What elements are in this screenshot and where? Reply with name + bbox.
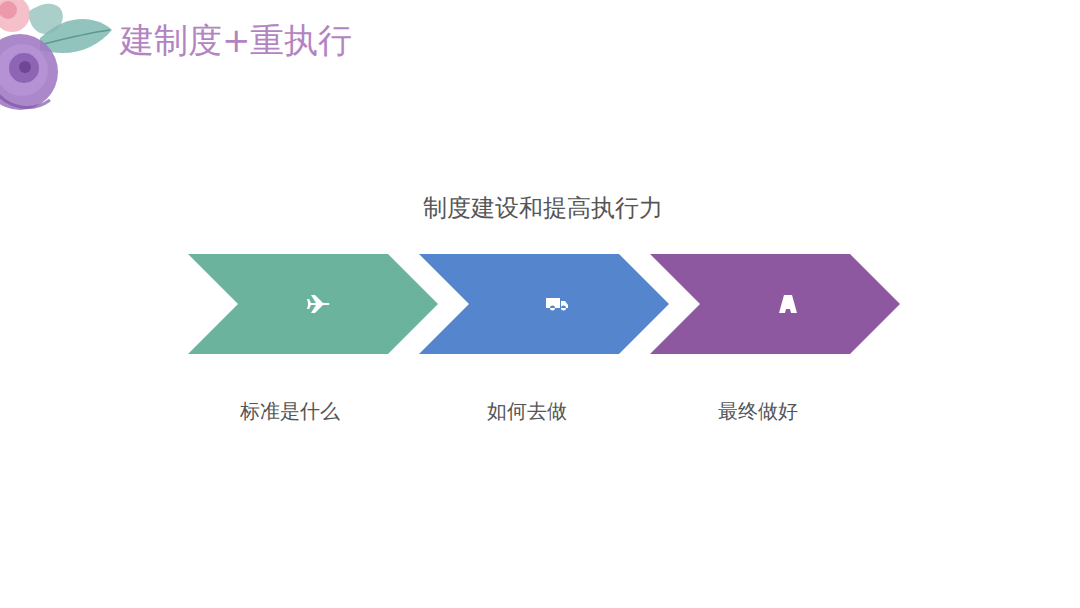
chevron-fill (419, 254, 669, 354)
process-chevron: 最终做好 (650, 254, 900, 444)
process-chevron: 标准是什么 (188, 254, 438, 444)
road-icon (779, 295, 797, 313)
subtitle: 制度建设和提高执行力 (423, 192, 663, 224)
chevron-fill (188, 254, 438, 354)
slide-title: 建制度+重执行 (120, 18, 353, 64)
step-label: 最终做好 (718, 398, 798, 425)
chevron-shape (188, 254, 438, 354)
chevron-shape (419, 254, 669, 354)
truck-icon (546, 298, 568, 311)
chevron-fill (650, 254, 900, 354)
chevron-shape (650, 254, 900, 354)
process-chevron: 如何去做 (419, 254, 669, 444)
step-label: 标准是什么 (240, 398, 340, 425)
flower-illustration (0, 0, 112, 110)
step-label: 如何去做 (487, 398, 567, 425)
plane-icon (307, 295, 330, 313)
